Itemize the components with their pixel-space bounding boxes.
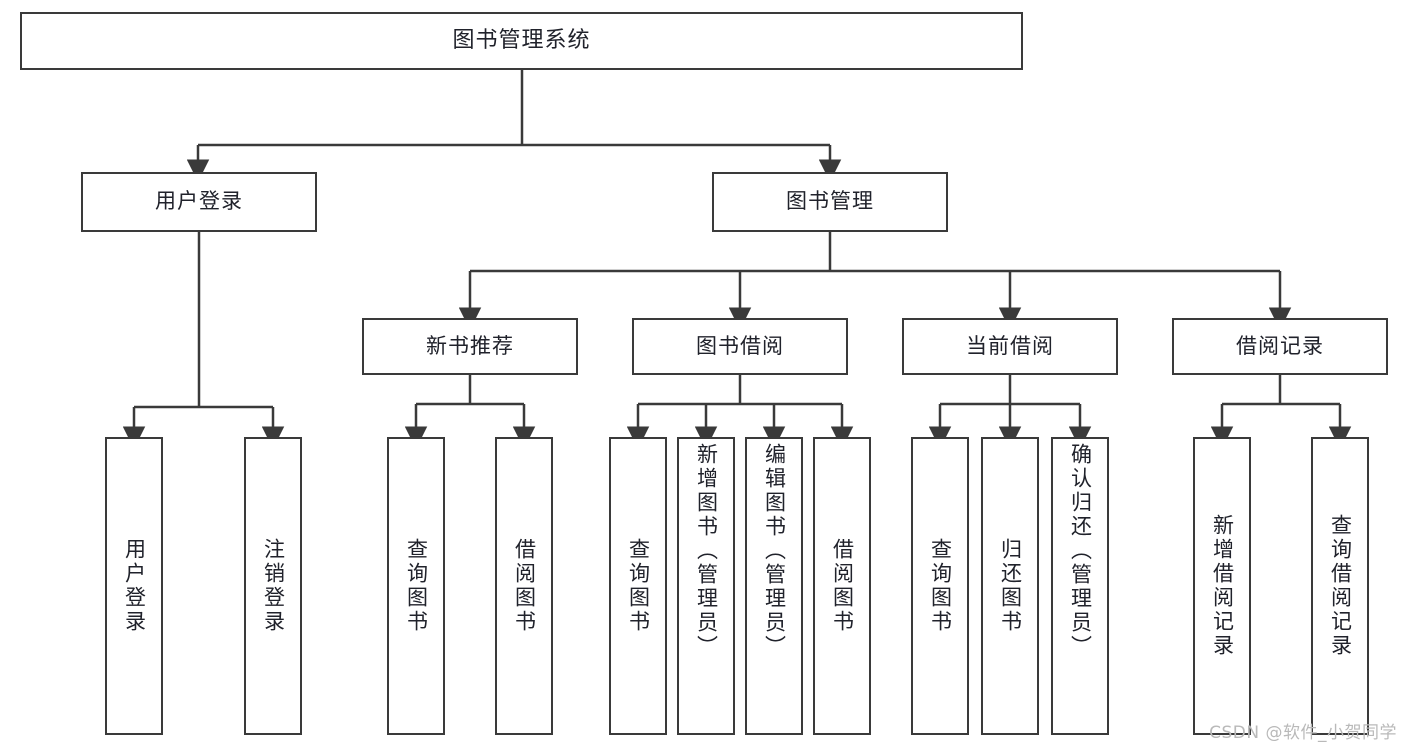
leaf-borrow-book-2[interactable]: 借阅图书: [813, 437, 871, 735]
leaf-add-book[interactable]: 新增图书（管理员）: [677, 437, 735, 735]
leaf-return-book[interactable]: 归还图书: [981, 437, 1039, 735]
node-root-system[interactable]: 图书管理系统: [20, 12, 1023, 70]
leaf-add-record[interactable]: 新增借阅记录: [1193, 437, 1251, 735]
leaf-label: 新增借阅记录: [1210, 514, 1235, 658]
leaf-query-book-1[interactable]: 查询图书: [387, 437, 445, 735]
leaf-borrow-book-1[interactable]: 借阅图书: [495, 437, 553, 735]
leaf-logout-login[interactable]: 注销登录: [244, 437, 302, 735]
leaf-label: 查询借阅记录: [1328, 514, 1353, 658]
node-current-borrow[interactable]: 当前借阅: [902, 318, 1118, 375]
leaf-user-login[interactable]: 用户登录: [105, 437, 163, 735]
node-borrow-record[interactable]: 借阅记录: [1172, 318, 1388, 375]
leaf-query-record[interactable]: 查询借阅记录: [1311, 437, 1369, 735]
leaf-label: 用户登录: [122, 538, 147, 634]
leaf-label: 编辑图书（管理员）: [762, 443, 787, 659]
leaf-label: 查询图书: [404, 538, 429, 634]
leaf-edit-book[interactable]: 编辑图书（管理员）: [745, 437, 803, 735]
node-book-management[interactable]: 图书管理: [712, 172, 948, 232]
node-book-borrow[interactable]: 图书借阅: [632, 318, 848, 375]
leaf-query-book-3[interactable]: 查询图书: [911, 437, 969, 735]
csdn-watermark: CSDN @软件_小贺同学: [1209, 723, 1397, 743]
leaf-label: 归还图书: [998, 538, 1023, 634]
leaf-label: 确认归还（管理员）: [1068, 443, 1093, 659]
leaf-label: 查询图书: [928, 538, 953, 634]
leaf-label: 借阅图书: [830, 538, 855, 634]
leaf-label: 查询图书: [626, 538, 651, 634]
node-user-login[interactable]: 用户登录: [81, 172, 317, 232]
node-new-book-recommend[interactable]: 新书推荐: [362, 318, 578, 375]
leaf-label: 借阅图书: [512, 538, 537, 634]
leaf-query-book-2[interactable]: 查询图书: [609, 437, 667, 735]
leaf-confirm-return[interactable]: 确认归还（管理员）: [1051, 437, 1109, 735]
leaf-label: 注销登录: [261, 538, 286, 634]
leaf-label: 新增图书（管理员）: [694, 443, 719, 659]
